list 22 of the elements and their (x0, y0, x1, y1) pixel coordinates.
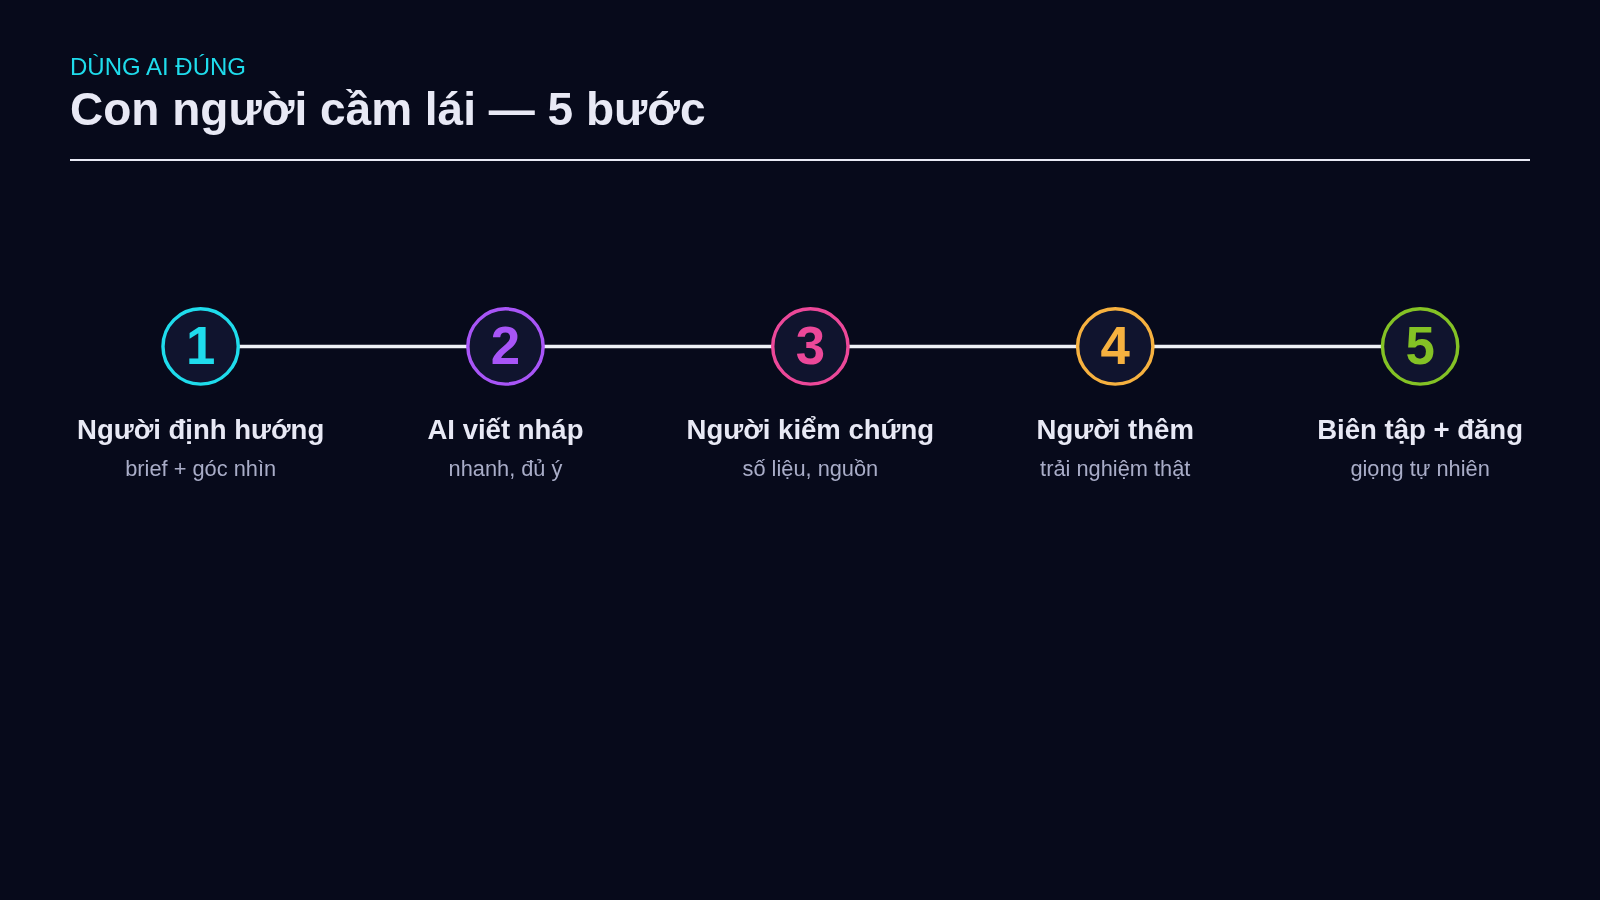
step-number: 4 (1100, 316, 1130, 376)
step-caption: giọng tự nhiên (1350, 455, 1490, 481)
step-circle (466, 307, 545, 386)
step-number: 2 (490, 316, 521, 376)
step-number: 1 (185, 316, 216, 376)
step-title: Người định hướng (77, 413, 325, 445)
step-number: 3 (795, 316, 826, 376)
step-circle (771, 307, 850, 386)
step-circle (1380, 307, 1460, 386)
step-caption: trải nghiệm thật (1040, 455, 1191, 481)
step-caption: nhanh, đủ ý (448, 455, 563, 481)
step-title: Biên tập + đăng (1317, 413, 1523, 445)
kicker-label: DÙNG AI ĐÚNG (70, 52, 246, 82)
slide-title: Con người cầm lái — 5 bước (70, 82, 706, 136)
step-title: AI viết nháp (427, 413, 584, 445)
step-caption: số liệu, nguồn (742, 455, 879, 481)
step-circle (1075, 307, 1155, 386)
step-title: Người thêm (1036, 413, 1194, 445)
step-circle (161, 307, 240, 386)
step-number: 5 (1405, 316, 1435, 376)
step-caption: brief + góc nhìn (125, 455, 277, 481)
step-title: Người kiểm chứng (686, 413, 935, 445)
